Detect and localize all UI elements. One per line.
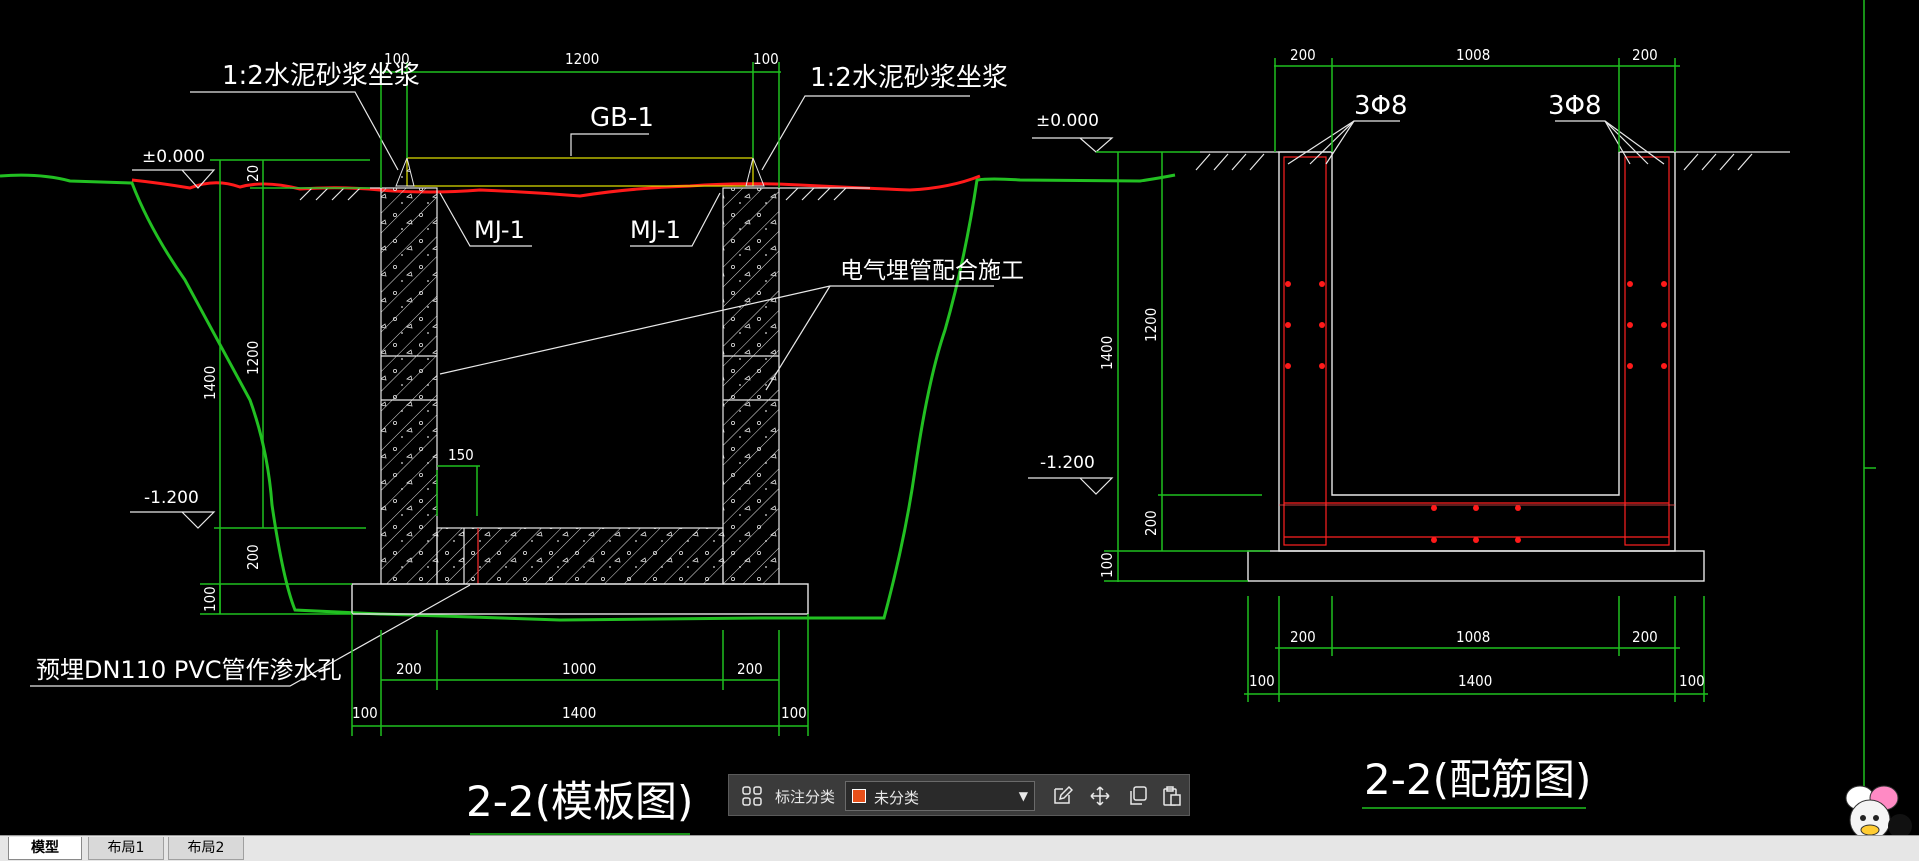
dim-right-top-200a: 200 bbox=[1290, 46, 1316, 64]
pit-walls bbox=[380, 187, 780, 585]
dim-left-top-100b: 100 bbox=[753, 50, 779, 68]
dim-left-v-20: 20 bbox=[244, 165, 262, 182]
dim-right-v-1400: 1400 bbox=[1098, 336, 1116, 370]
callout-mortar-right: 1:2水泥砂浆坐浆 bbox=[810, 63, 1008, 93]
cover-plate-gb1 bbox=[406, 157, 754, 187]
category-selected-value: 未分类 bbox=[874, 789, 920, 807]
dim-left-b-1000: 1000 bbox=[562, 660, 596, 678]
excavation-profile-left bbox=[0, 173, 1176, 622]
paste-icon[interactable] bbox=[1157, 781, 1187, 811]
rebar-label-right: 3Φ8 bbox=[1548, 91, 1602, 121]
dim-left-b-200a: 200 bbox=[396, 660, 422, 678]
embed-label-left: MJ-1 bbox=[474, 216, 525, 244]
dim-left-v-100: 100 bbox=[201, 586, 219, 612]
right-drawing-title: 2-2(配筋图) bbox=[1364, 755, 1591, 804]
dim-left-b-200b: 200 bbox=[737, 660, 763, 678]
dim-right-top-1008: 1008 bbox=[1456, 46, 1490, 64]
dim-right-b-100a: 100 bbox=[1249, 672, 1275, 690]
cover-label-gb1: GB-1 bbox=[590, 103, 654, 133]
dim-right-v-100: 100 bbox=[1098, 552, 1116, 578]
left-section-drawing: 1:2水泥砂浆坐浆 1:2水泥砂浆坐浆 GB-1 MJ-1 MJ-1 电气埋管配… bbox=[0, 50, 1176, 835]
elevation-marker-top-left bbox=[132, 169, 216, 189]
dim-left-150: 150 bbox=[448, 446, 474, 464]
category-color-swatch bbox=[852, 789, 866, 803]
dim-right-b-200a: 200 bbox=[1290, 628, 1316, 646]
callout-mortar-left: 1:2水泥砂浆坐浆 bbox=[222, 61, 420, 91]
rebar-label-left: 3Φ8 bbox=[1354, 91, 1408, 121]
rebar-cage bbox=[1279, 156, 1675, 546]
layout-tab-bar: 模型 布局1 布局2 bbox=[0, 835, 1919, 861]
elevation-marker-top-right bbox=[1032, 137, 1200, 153]
annotation-toolbar: 标注分类 未分类 ▼ bbox=[728, 774, 1190, 816]
dim-right-v-200: 200 bbox=[1142, 510, 1160, 536]
dim-right-b-1400: 1400 bbox=[1458, 672, 1492, 690]
left-drawing-title: 2-2(模板图) bbox=[466, 777, 693, 826]
chevron-down-icon: ▼ bbox=[1018, 789, 1028, 803]
elevation-marker-bottom-right bbox=[1028, 477, 1262, 496]
base-slab-right bbox=[1247, 550, 1705, 582]
elevation-bottom-right: -1.200 bbox=[1040, 453, 1095, 473]
elevation-marker-bottom-left bbox=[130, 511, 366, 529]
dim-left-v-1400: 1400 bbox=[201, 366, 219, 400]
elevation-top-right: ±0.000 bbox=[1036, 111, 1099, 131]
dim-right-b-1008: 1008 bbox=[1456, 628, 1490, 646]
tab-model[interactable]: 模型 bbox=[8, 837, 82, 860]
pit-outline-right bbox=[1278, 151, 1676, 552]
dim-right-top-200b: 200 bbox=[1632, 46, 1658, 64]
electrical-conduit-note: 电气埋管配合施工 bbox=[840, 258, 1024, 284]
cad-drawing-canvas[interactable]: 1:2水泥砂浆坐浆 1:2水泥砂浆坐浆 GB-1 MJ-1 MJ-1 电气埋管配… bbox=[0, 0, 1919, 835]
tab-layout1[interactable]: 布局1 bbox=[88, 837, 164, 860]
base-slab-left bbox=[351, 583, 809, 615]
move-icon[interactable] bbox=[1085, 781, 1115, 811]
dim-left-b-1400: 1400 bbox=[562, 704, 596, 722]
dim-right-b-200b: 200 bbox=[1632, 628, 1658, 646]
grid-icon[interactable] bbox=[737, 781, 767, 811]
dim-left-v-1200: 1200 bbox=[244, 341, 262, 375]
right-section-drawing: 3Φ8 3Φ8 ±0.000 -1.200 200 1008 200 1400 … bbox=[1028, 0, 1876, 835]
dim-left-v-200: 200 bbox=[244, 544, 262, 570]
dimension-lines-left bbox=[200, 62, 809, 736]
elevation-top-left: ±0.000 bbox=[142, 147, 205, 167]
dim-left-top-1200: 1200 bbox=[565, 50, 599, 68]
annotation-category-select[interactable]: 未分类 ▼ bbox=[845, 781, 1035, 811]
dim-left-b-100a: 100 bbox=[352, 704, 378, 722]
elevation-bottom-left: -1.200 bbox=[144, 488, 199, 508]
dim-right-b-100b: 100 bbox=[1679, 672, 1705, 690]
embed-label-right: MJ-1 bbox=[630, 216, 681, 244]
ground-line-red-left bbox=[131, 174, 981, 198]
tab-layout2[interactable]: 布局2 bbox=[168, 837, 244, 860]
annotation-category-label: 标注分类 bbox=[775, 788, 836, 806]
dimension-lines-right bbox=[1104, 58, 1708, 702]
pipe-seepage-note: 预埋DN110 PVC管作渗水孔 bbox=[36, 656, 342, 684]
dim-right-v-1200: 1200 bbox=[1142, 308, 1160, 342]
dim-left-top-100a: 100 bbox=[384, 50, 410, 68]
edit-icon[interactable] bbox=[1047, 781, 1077, 811]
dim-left-b-100b: 100 bbox=[781, 704, 807, 722]
copy-icon[interactable] bbox=[1123, 781, 1153, 811]
